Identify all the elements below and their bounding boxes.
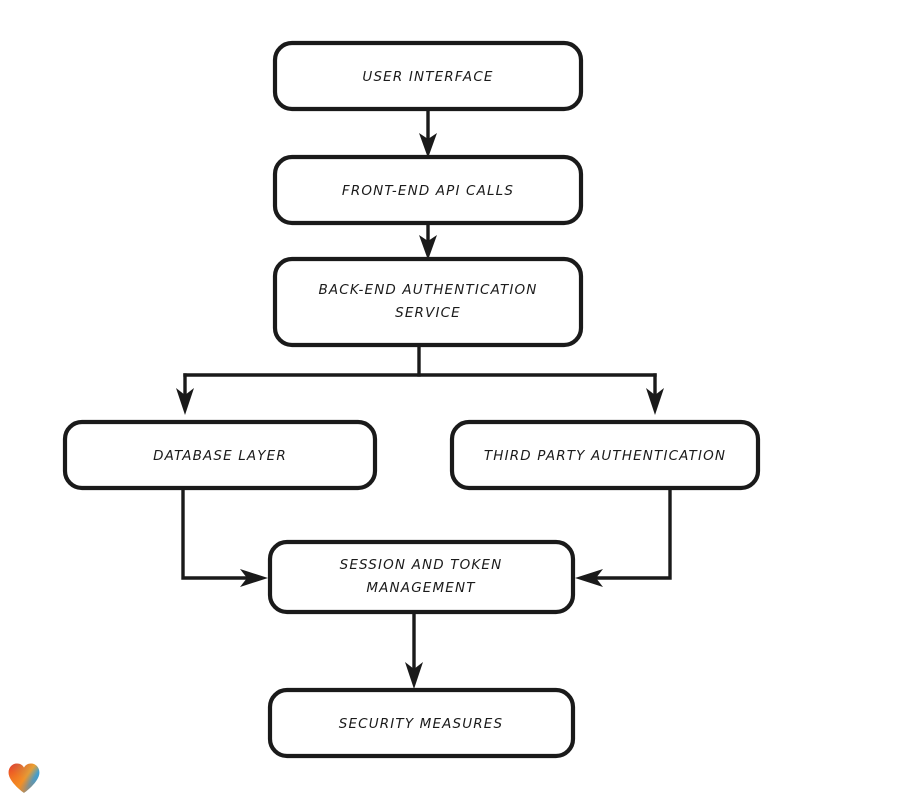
node-back-end-authentication-service-shape[interactable] (272, 256, 584, 348)
node-third-party-authentication-shape[interactable] (449, 419, 761, 491)
node-session-and-token-management-shape[interactable] (267, 539, 576, 615)
node-database-layer[interactable]: DATABASE LAYER (62, 419, 378, 491)
node-database-layer-shape[interactable] (62, 419, 378, 491)
node-user-interface-shape[interactable] (272, 40, 584, 112)
edge-backend-split-trunk (183, 343, 657, 377)
edge-thirdparty-to-session (575, 486, 672, 587)
node-back-end-authentication-service-label-line2: SERVICE (395, 305, 461, 321)
node-layer: USER INTERFACE FRONT-END API CALLS BACK-… (62, 40, 761, 759)
node-user-interface-label: USER INTERFACE (362, 69, 493, 85)
edge-backend-to-thirdparty (646, 373, 664, 415)
node-database-layer-label: DATABASE LAYER (153, 448, 287, 464)
node-back-end-authentication-service-label-line1: BACK-END AUTHENTICATION (318, 282, 537, 298)
heart-icon (8, 763, 40, 793)
edge-session-to-security (405, 610, 423, 689)
node-security-measures[interactable]: SECURITY MEASURES (267, 687, 576, 759)
node-front-end-api-calls-shape[interactable] (272, 154, 584, 226)
heart-icon-overlay (8, 763, 40, 793)
edge-database-to-session (181, 486, 268, 587)
node-back-end-authentication-service[interactable]: BACK-END AUTHENTICATION SERVICE (272, 256, 584, 348)
node-security-measures-shape[interactable] (267, 687, 576, 759)
edge-api-to-backend (419, 221, 437, 260)
node-front-end-api-calls[interactable]: FRONT-END API CALLS (272, 154, 584, 226)
node-session-and-token-management-label-line2: MANAGEMENT (366, 580, 476, 596)
node-session-and-token-management-label-line1: SESSION AND TOKEN (340, 557, 503, 573)
node-user-interface[interactable]: USER INTERFACE (272, 40, 584, 112)
node-session-and-token-management[interactable]: SESSION AND TOKEN MANAGEMENT (267, 539, 576, 615)
edge-backend-to-database (176, 373, 194, 415)
node-front-end-api-calls-label: FRONT-END API CALLS (342, 183, 514, 199)
node-security-measures-label: SECURITY MEASURES (339, 716, 503, 732)
edge-ui-to-api (419, 107, 437, 158)
node-third-party-authentication[interactable]: THIRD PARTY AUTHENTICATION (449, 419, 761, 491)
node-third-party-authentication-label: THIRD PARTY AUTHENTICATION (484, 448, 726, 464)
edge-layer (176, 107, 672, 689)
